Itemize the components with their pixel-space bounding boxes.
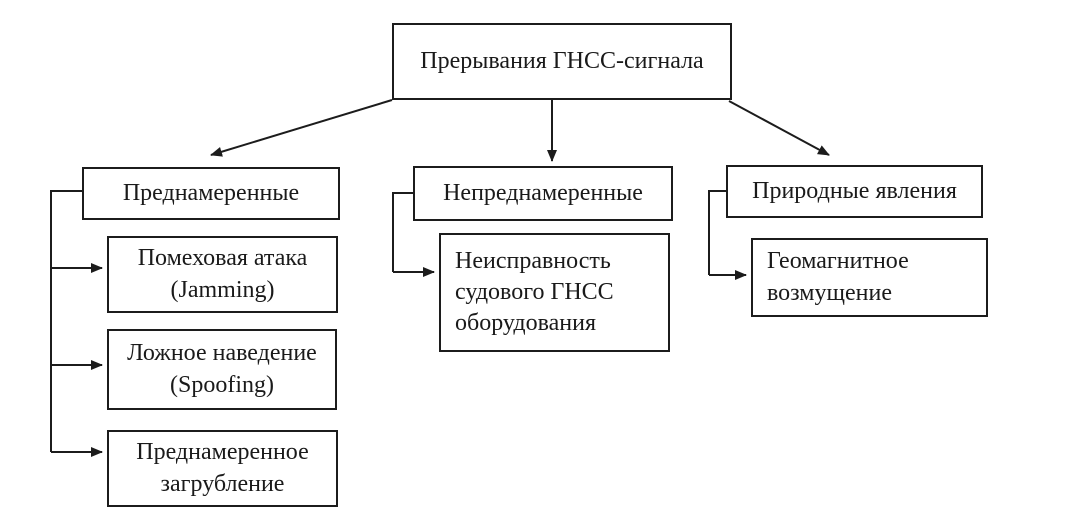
node-natural: Природные явления [726, 165, 983, 218]
trunk-natural [708, 190, 726, 275]
node-equipment-failure: Неисправность судового ГНСС оборудования [439, 233, 670, 352]
node-unintentional: Непреднамеренные [413, 166, 673, 221]
node-intentional: Преднамеренные [82, 167, 340, 220]
node-root: Прерывания ГНСС-сигнала [392, 23, 732, 100]
trunk-unintentional [392, 192, 413, 272]
trunk-intentional [50, 190, 82, 452]
node-degradation: Преднамеренное загрубление [107, 430, 338, 507]
node-spoofing: Ложное наведение (Spoofing) [107, 329, 337, 410]
arrow-root-to-natural [728, 100, 830, 156]
node-geomagnetic: Геомагнитное возмущение [751, 238, 988, 317]
arrow-root-to-intentional [210, 99, 393, 157]
node-jamming: Помеховая атака (Jamming) [107, 236, 338, 313]
